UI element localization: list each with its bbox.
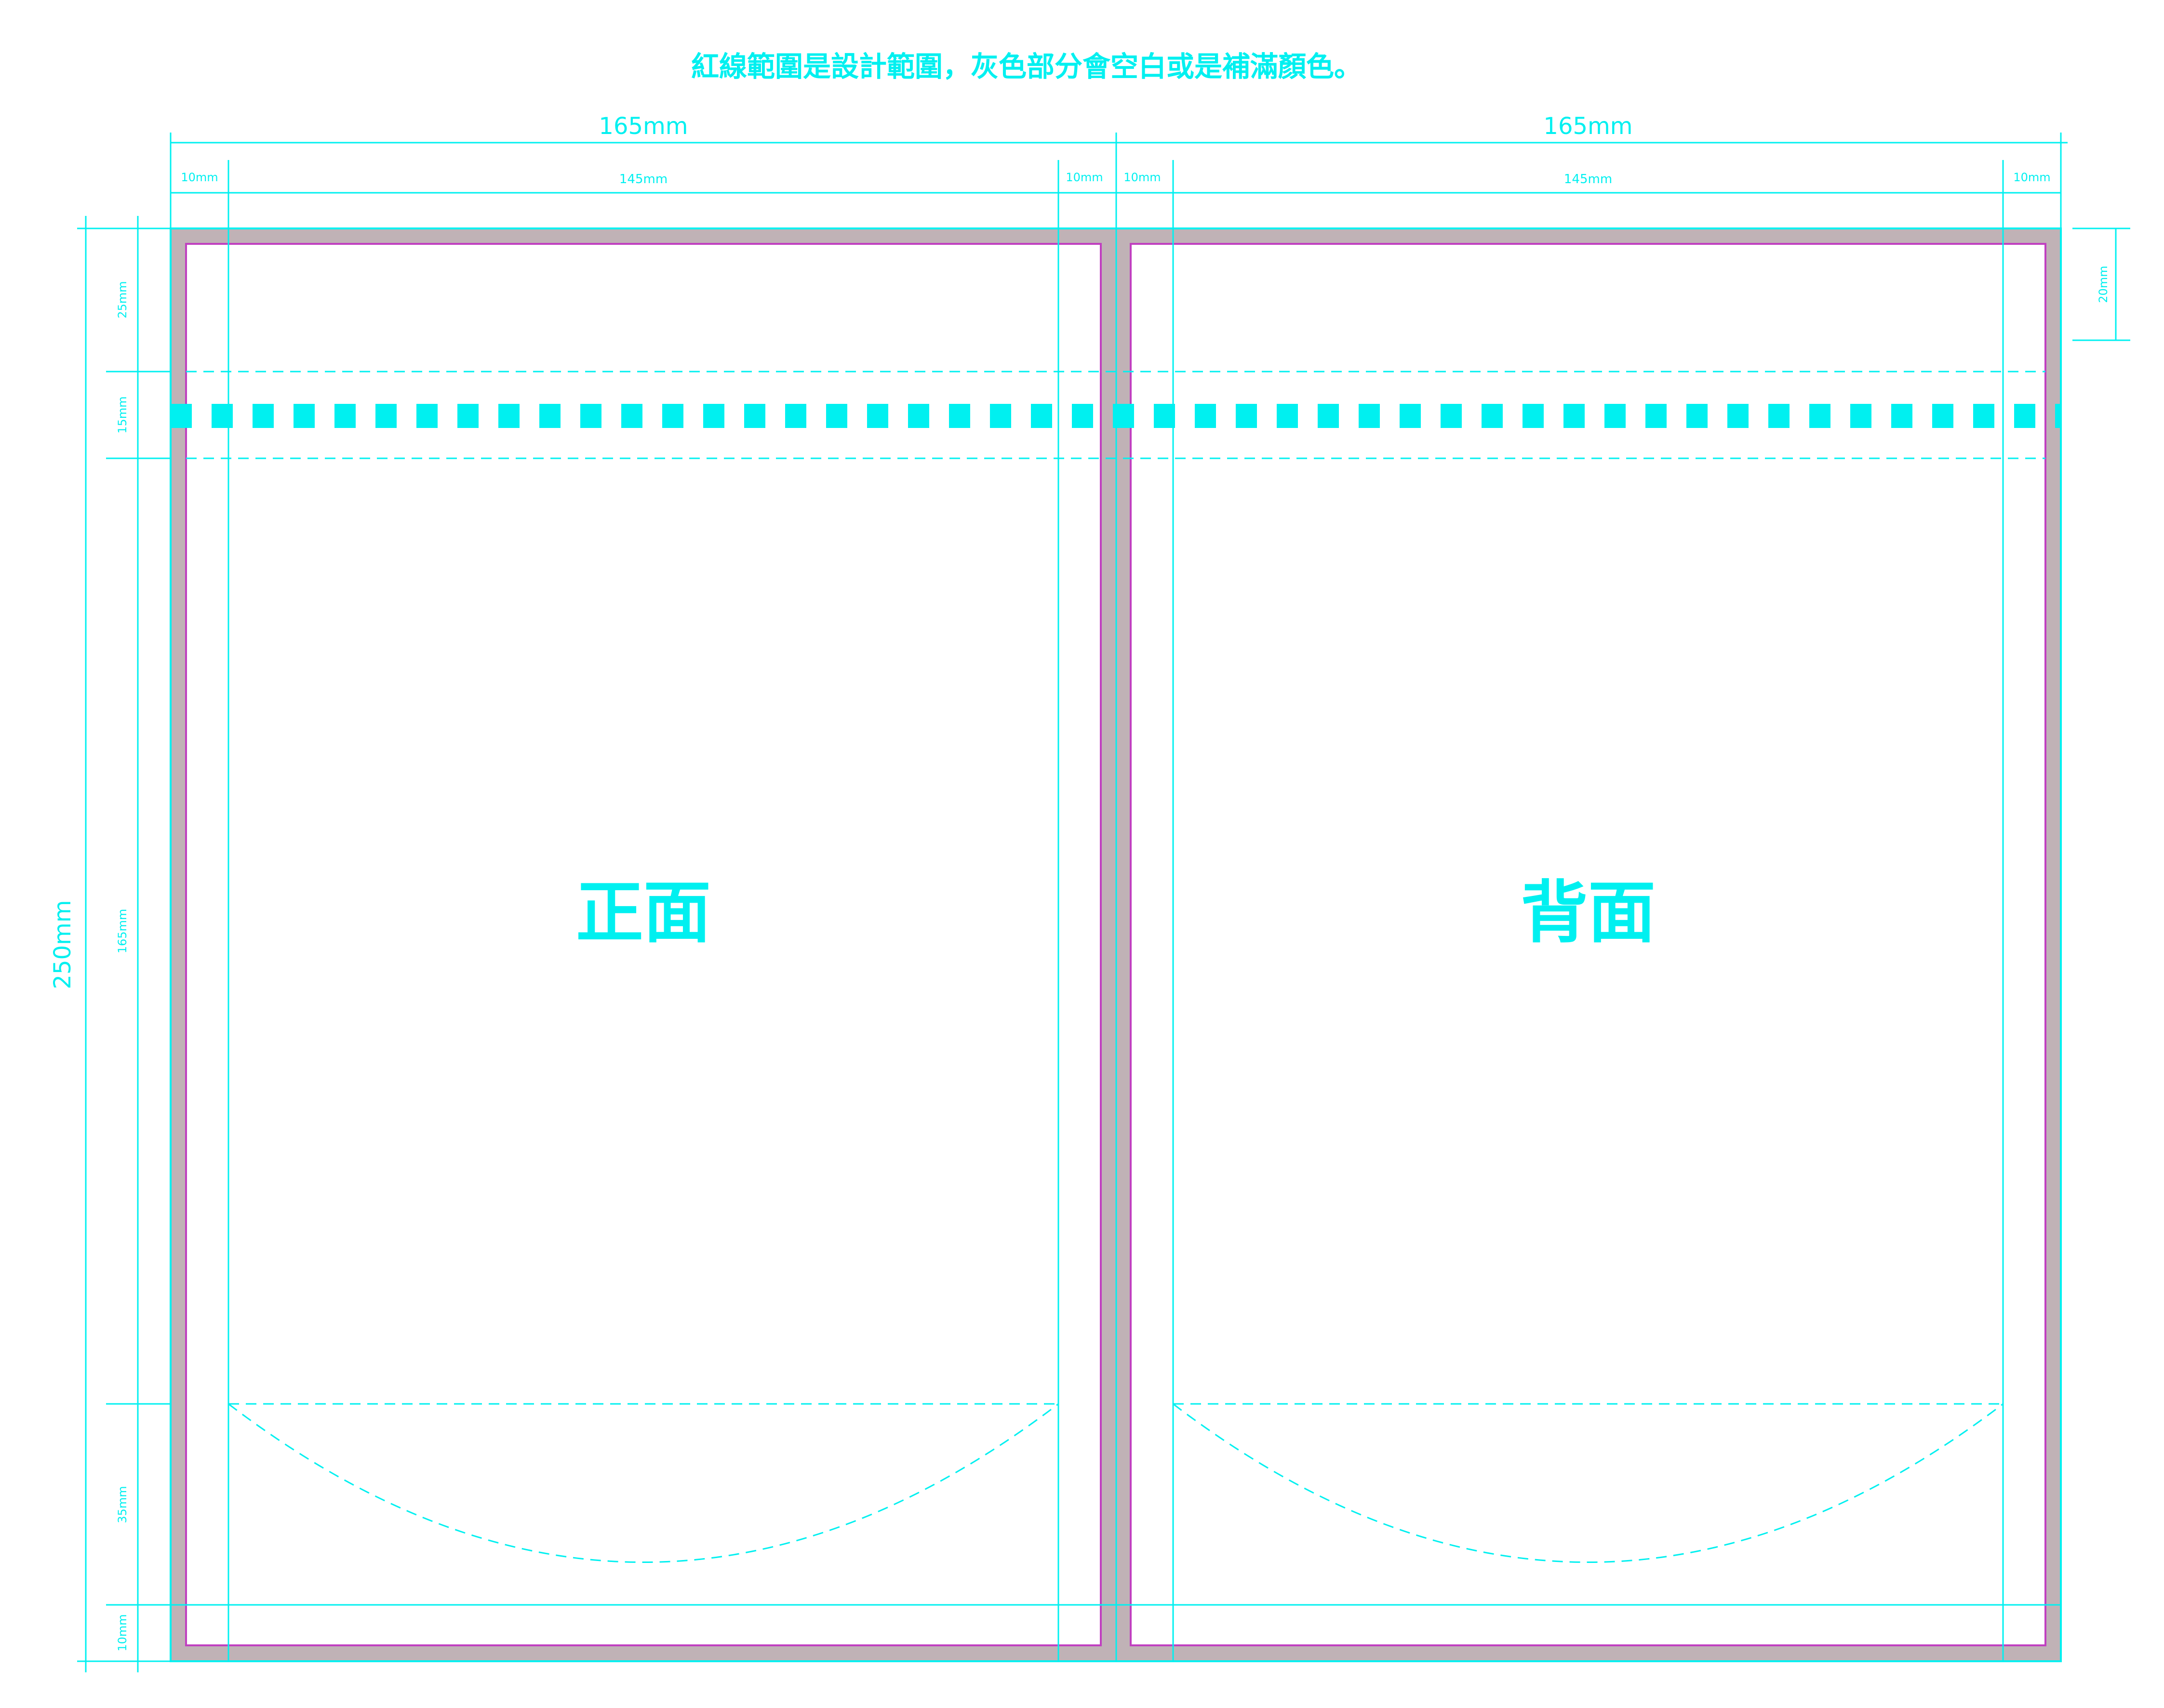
zipper-square [1277, 404, 1298, 428]
zipper-square [1359, 404, 1380, 428]
zipper-square [416, 404, 438, 428]
zipper-square [621, 404, 642, 428]
zipper-square [1400, 404, 1421, 428]
zipper-square [498, 404, 520, 428]
zipper-square [1031, 404, 1052, 428]
zipper-square [990, 404, 1011, 428]
zipper-square [334, 404, 356, 428]
zipper-square [1113, 404, 1134, 428]
zipper-square [1072, 404, 1093, 428]
zipper-square [1195, 404, 1216, 428]
zipper-square [826, 404, 847, 428]
zipper-square [580, 404, 601, 428]
zipper-square [375, 404, 397, 428]
zipper-square [1523, 404, 1544, 428]
zipper-square [294, 404, 315, 428]
zipper-square [1318, 404, 1339, 428]
zipper-square [1482, 404, 1503, 428]
zipper-square [703, 404, 724, 428]
zipper-square [539, 404, 561, 428]
back-margin-left-label: 10mm [1123, 171, 1161, 184]
bottom-segment-label: 10mm [116, 1614, 129, 1651]
back-margin-right-label: 10mm [2013, 171, 2050, 184]
zipper-square [662, 404, 683, 428]
zipper-strip [171, 404, 2061, 428]
front-margin-right-label: 10mm [1066, 171, 1103, 184]
front-gusset-curve [228, 1403, 1059, 1563]
back-design-panel [1130, 243, 2046, 1646]
zipper-square [1686, 404, 1708, 428]
width-label-back: 165mm [1543, 113, 1632, 140]
total-height-label: 250mm [49, 900, 76, 989]
back-panel-label: 背面 [1521, 874, 1656, 952]
front-design-panel [185, 243, 1102, 1646]
top-dimension-lines [171, 142, 2068, 222]
gusset-segment-label: 35mm [116, 1486, 129, 1523]
zipper-square [1645, 404, 1667, 428]
zipper-square [785, 404, 806, 428]
right-top-segment-label: 20mm [2097, 266, 2110, 303]
zipper-square [212, 404, 233, 428]
zipper-square [1727, 404, 1749, 428]
zipper-square [908, 404, 929, 428]
back-gusset-curve [1173, 1403, 2004, 1563]
zipper-square [744, 404, 765, 428]
left-dimension-lines [77, 216, 171, 1672]
zipper-square [949, 404, 970, 428]
top-segment-label: 25mm [116, 281, 129, 318]
zipper-square [1891, 404, 1912, 428]
tear-segment-label: 15mm [116, 396, 129, 433]
front-margin-left-label: 10mm [181, 171, 218, 184]
zipper-square [171, 404, 192, 428]
zipper-square [1973, 404, 1994, 428]
width-label-front: 165mm [599, 113, 688, 140]
zipper-square [2055, 404, 2061, 428]
zipper-square [1604, 404, 1626, 428]
front-inner-width-label: 145mm [619, 172, 668, 187]
zipper-square [867, 404, 888, 428]
zipper-square [2014, 404, 2035, 428]
right-dimension-lines [2072, 227, 2130, 341]
zipper-square [1154, 404, 1175, 428]
zipper-square [1850, 404, 1871, 428]
dashed-fold-lines [186, 371, 2045, 1563]
zipper-square [1441, 404, 1462, 428]
zipper-square [1768, 404, 1790, 428]
design-area-notice: 紅線範圍是設計範圍，灰色部分會空白或是補滿顏色。 [691, 50, 1362, 83]
zipper-square [1236, 404, 1257, 428]
body-segment-label: 165mm [116, 909, 129, 954]
back-inner-width-label: 145mm [1564, 172, 1612, 187]
zipper-square [1809, 404, 1830, 428]
front-panel-label: 正面 [576, 874, 711, 952]
zipper-square [1563, 404, 1585, 428]
zipper-square [253, 404, 274, 428]
zipper-square [457, 404, 479, 428]
zipper-square [1932, 404, 1953, 428]
